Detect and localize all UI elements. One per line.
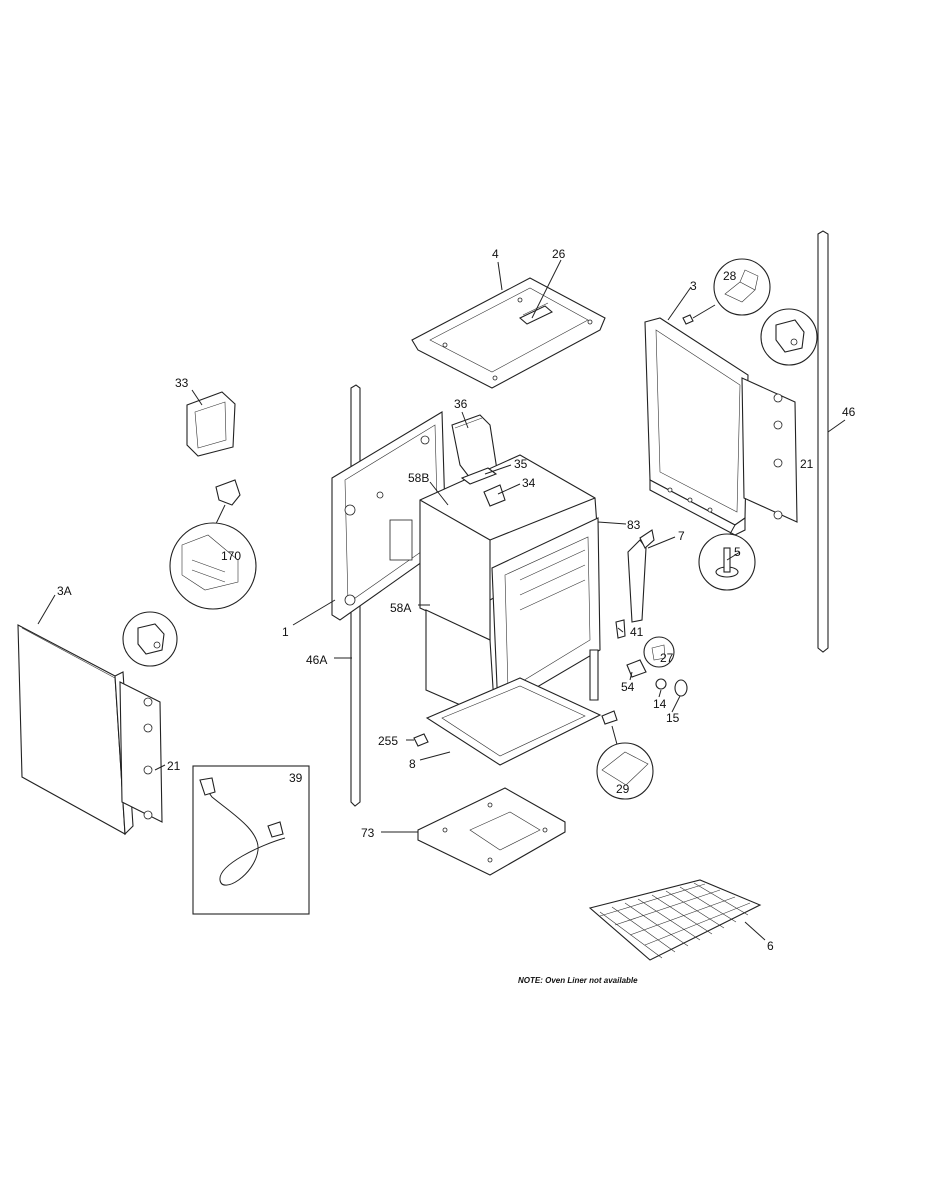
nut-strip-part-21-right bbox=[741, 377, 798, 523]
bracket-part-7 bbox=[627, 529, 655, 623]
label-28: 28 bbox=[723, 269, 737, 283]
detail-circle-part-170 bbox=[169, 479, 257, 610]
callout-labels: 4 26 3 28 46 33 36 35 34 58B 21 170 83 7… bbox=[57, 247, 856, 985]
power-cord-box-part-39 bbox=[192, 765, 310, 915]
label-29: 29 bbox=[616, 782, 630, 796]
bracket-part-26 bbox=[519, 302, 553, 325]
clip-detail-circle-right bbox=[760, 308, 818, 366]
bottom-panel-part-73 bbox=[417, 787, 566, 876]
label-170: 170 bbox=[221, 549, 241, 563]
connector-part-29 bbox=[596, 710, 654, 800]
label-46: 46 bbox=[842, 405, 856, 419]
top-panel-part-4 bbox=[411, 277, 606, 389]
clip-detail-circle-left bbox=[122, 611, 178, 667]
label-6: 6 bbox=[767, 939, 774, 953]
label-35: 35 bbox=[514, 457, 528, 471]
bottom-pan-part-8 bbox=[425, 677, 602, 766]
label-58B: 58B bbox=[408, 471, 429, 485]
label-5: 5 bbox=[734, 545, 741, 559]
label-26: 26 bbox=[552, 247, 566, 261]
nut-part-14 bbox=[655, 678, 667, 690]
label-34: 34 bbox=[522, 476, 536, 490]
nut-strip-part-21-left bbox=[119, 681, 163, 823]
label-3: 3 bbox=[690, 279, 697, 293]
leveling-leg-part-5 bbox=[698, 524, 756, 591]
label-14: 14 bbox=[653, 697, 667, 711]
label-8: 8 bbox=[409, 757, 416, 771]
detail-circle-part-28 bbox=[682, 258, 771, 325]
label-255: 255 bbox=[378, 734, 398, 748]
detail-circle-part-27 bbox=[643, 636, 675, 668]
label-39: 39 bbox=[289, 771, 303, 785]
back-panel-part-1 bbox=[331, 411, 447, 621]
socket-part-54 bbox=[626, 659, 647, 678]
label-36: 36 bbox=[454, 397, 468, 411]
left-side-panel-part-3A bbox=[17, 624, 134, 836]
label-21-right: 21 bbox=[800, 457, 814, 471]
label-46A: 46A bbox=[306, 653, 327, 667]
clip-part-41 bbox=[615, 619, 626, 639]
clip-part-255 bbox=[413, 733, 429, 747]
label-73: 73 bbox=[361, 826, 375, 840]
label-21-left: 21 bbox=[167, 759, 181, 773]
label-15: 15 bbox=[666, 711, 680, 725]
bulb-part-15 bbox=[674, 679, 688, 697]
label-4: 4 bbox=[492, 247, 499, 261]
label-27: 27 bbox=[660, 651, 674, 665]
vertical-rail-part-46 bbox=[817, 230, 829, 653]
bracket-part-34 bbox=[483, 484, 506, 507]
label-54: 54 bbox=[621, 680, 635, 694]
label-33: 33 bbox=[175, 376, 189, 390]
label-3A: 3A bbox=[57, 584, 72, 598]
leader-lines bbox=[37, 259, 846, 941]
label-1: 1 bbox=[282, 625, 289, 639]
oven-rack-part-6 bbox=[588, 879, 762, 961]
vent-part-35 bbox=[460, 467, 498, 485]
oven-body-part-58A bbox=[419, 454, 601, 721]
label-58A: 58A bbox=[390, 601, 411, 615]
label-7: 7 bbox=[678, 529, 685, 543]
label-41: 41 bbox=[630, 625, 644, 639]
label-83: 83 bbox=[627, 518, 641, 532]
bracket-part-33 bbox=[186, 391, 236, 457]
right-side-panel-part-3 bbox=[644, 317, 749, 536]
note-oven-liner: NOTE: Oven Liner not available bbox=[518, 976, 638, 985]
